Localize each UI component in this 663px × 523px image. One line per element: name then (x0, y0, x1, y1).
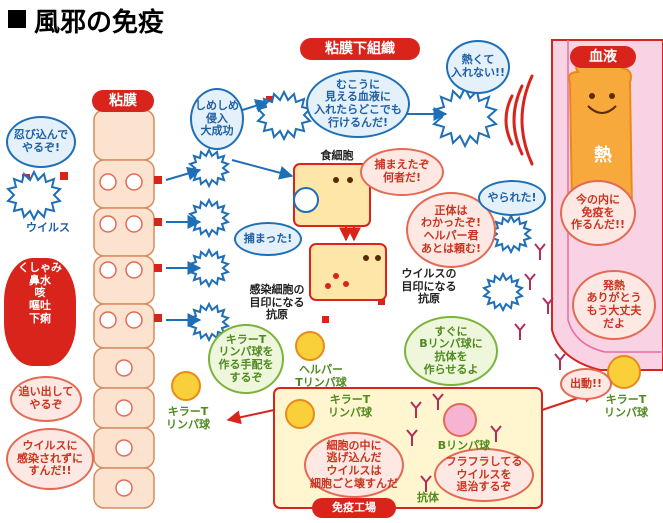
lymphocyte-icons (171, 331, 641, 437)
bubble-destroy-cell: 細胞の中に 逃げ込んだ ウイルスは 細胞ごと壊すんだ (304, 432, 404, 498)
heat-label: 熱 (594, 145, 612, 166)
bubble-caught: 捕まった! (234, 222, 302, 256)
mucosa-nuclei (99, 173, 143, 497)
mucosa-label: 粘膜 (92, 90, 154, 112)
bubble-fine: 発熱 ありがとう もう大丈夫 だよ (572, 270, 656, 340)
bubble-arrange-killer: キラーT リンパ球を 作る手配を するぞ (208, 324, 284, 394)
bubble-tell-b: すぐに Bリンパ球に 抗体を 作らせるよ (404, 316, 498, 386)
b-cell-label: Bリンパ球 (437, 439, 491, 452)
bubble-go-out: 出動!! (560, 368, 612, 400)
symptoms-bubble (4, 258, 76, 366)
bubble-no-infect: ウイルスに 感染されずに すんだ!! (6, 428, 94, 490)
killer-t-factory-label: キラーT リンパ球 (328, 393, 372, 419)
page-title: 風邪の免疫 (34, 8, 165, 38)
bubble-make-immunity: 今の内に 免疫を 作るんだ!! (560, 180, 636, 246)
factory-label: 免疫工場 (312, 498, 396, 518)
bubble-sneak-in: 忍び込んで やるぞ! (6, 116, 76, 168)
antigen-label: 感染細胞の 目印になる 抗原 (249, 283, 305, 322)
bubble-invade: しめしめ 侵入 大成功 (190, 88, 244, 150)
killer-t-blood-label: キラーT リンパ球 (604, 393, 648, 419)
bubble-blood-vessel: むこうに 見える血液に 入れたらどこでも 行けるんだ! (306, 70, 410, 138)
killer-t-left-label: キラーT リンパ球 (166, 405, 210, 431)
blood-label: 血液 (570, 46, 636, 68)
bubble-push-out: 追い出して やるぞ (10, 376, 82, 422)
symptoms-text: くしゃみ 鼻水 咳 嘔吐 下痢 (18, 261, 62, 325)
antibody-label: 抗体 (417, 491, 439, 504)
bubble-wobbly: フラフラしてる ウイルスを 退治するぞ (434, 448, 534, 502)
virus-antigen-label: ウイルスの 目印になる 抗原 (401, 267, 457, 306)
title-square-icon (8, 10, 26, 28)
bubble-catch: 捕まえたぞ 何者だ! (360, 148, 444, 196)
flow-arrows (165, 99, 448, 327)
bubble-hot: 熱くて 入れない!! (446, 40, 510, 94)
phagocyte-label: 食細胞 (320, 149, 354, 162)
antibody-icons (406, 243, 606, 492)
helper-t-label: ヘルパー Tリンパ球 (295, 363, 347, 389)
bubble-identity: 正体は わかったぞ! ヘルパー君 あとは頼む! (406, 192, 496, 268)
phagocyte (293, 163, 387, 301)
submucosa-label: 粘膜下組織 (300, 38, 420, 60)
bubble-defeated: やられた! (478, 180, 546, 216)
heat-waves-icon (504, 74, 534, 166)
virus-label: ウイルス (26, 221, 70, 234)
